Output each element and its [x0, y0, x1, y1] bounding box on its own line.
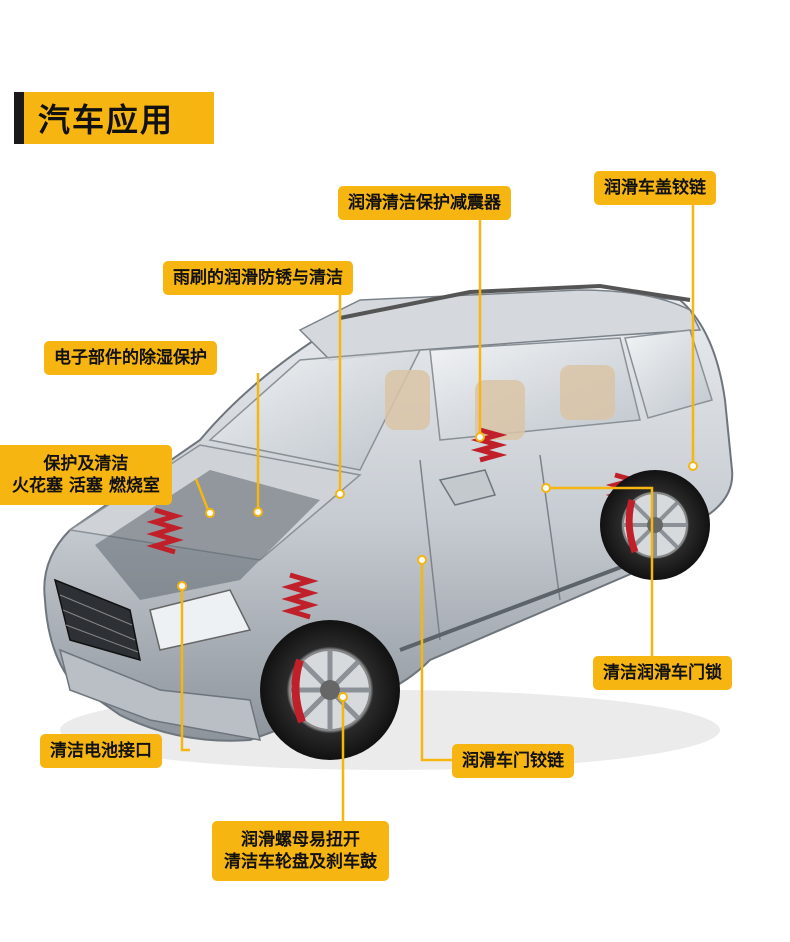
label-wheel-line1: 润滑螺母易扭开	[241, 830, 360, 850]
label-wheel-line2: 清洁车轮盘及刹车鼓	[224, 852, 377, 872]
leader-spark	[194, 478, 210, 511]
label-battery: 清洁电池接口	[40, 734, 162, 768]
leader-door-lock	[548, 486, 654, 657]
label-spark-plug: 保护及清洁 火花塞 活塞 燃烧室	[0, 445, 172, 505]
label-door-hinge: 润滑车门铰链	[452, 744, 574, 778]
rear-wheel	[600, 470, 710, 580]
label-electronics: 电子部件的除湿保护	[44, 341, 217, 375]
leader-lines	[180, 202, 695, 821]
front-wheel	[260, 620, 400, 760]
car-body	[43, 283, 734, 742]
label-shock-absorber: 润滑清洁保护减震器	[338, 186, 511, 220]
label-spark-line1: 保护及清洁	[43, 454, 129, 474]
section-header: 汽车应用	[14, 92, 214, 144]
leader-dots	[177, 432, 698, 702]
label-door-lock: 清洁润滑车门锁	[593, 656, 732, 690]
header-accent-bar	[14, 92, 24, 144]
leader-battery	[180, 588, 190, 752]
label-spark-line2: 火花塞 活塞 燃烧室	[12, 476, 160, 496]
label-trunk-hinge: 润滑车盖铰链	[594, 171, 716, 205]
label-wiper: 雨刷的润滑防锈与清洁	[163, 261, 353, 295]
front-spring	[146, 507, 319, 620]
leader-door-hinge	[420, 562, 452, 762]
label-wheel: 润滑螺母易扭开 清洁车轮盘及刹车鼓	[212, 821, 389, 881]
header-title: 汽车应用	[38, 101, 175, 139]
